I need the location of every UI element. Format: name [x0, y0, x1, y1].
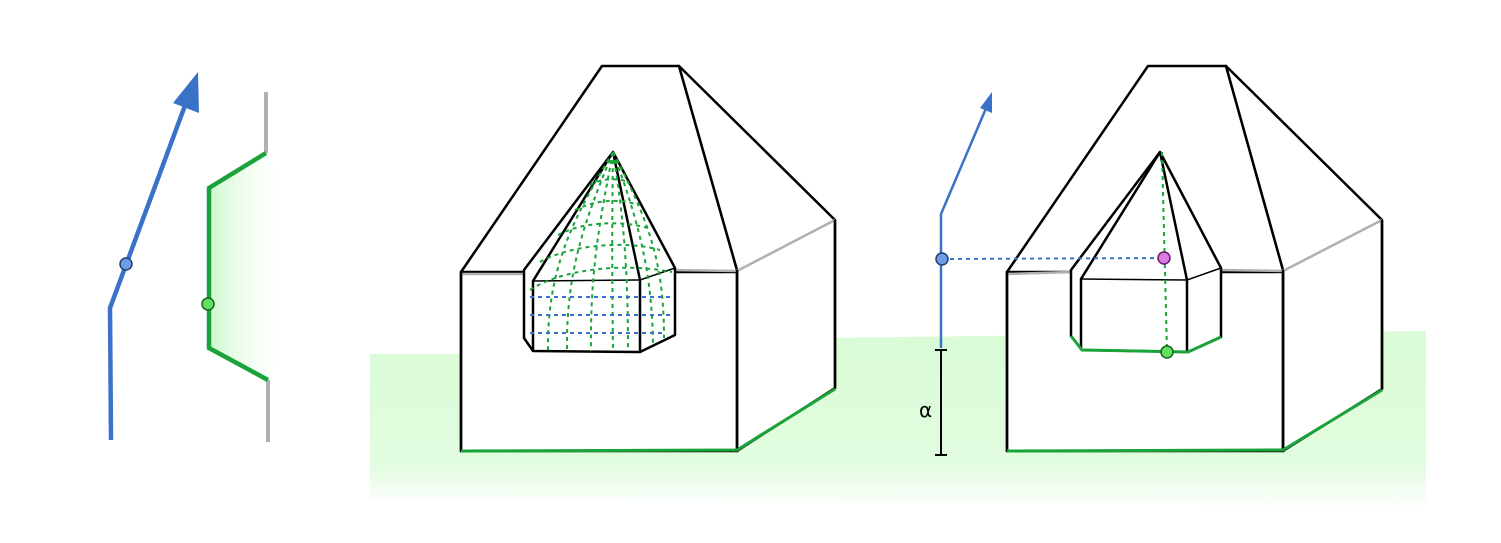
projection-vertical-dotted: [1161, 151, 1168, 353]
green-profile-curve: [206, 151, 270, 382]
gray-eave-middle: [671, 268, 738, 273]
house-grid-panel: [459, 64, 837, 453]
green-projection-point: [1160, 345, 1174, 359]
blue-profile-curve: [107, 91, 193, 441]
dotted-grid-blue: [530, 296, 672, 334]
profiles-panel: [107, 72, 292, 442]
spire-rim-2: [1080, 267, 1222, 281]
blue-arrowhead-icon-2: [980, 92, 992, 113]
blue-profile-curve-2: [939, 105, 989, 348]
blue-arrowhead-icon: [173, 72, 199, 113]
ground-contact-line: [460, 387, 836, 453]
magenta-projection-point: [1157, 251, 1171, 265]
spire-base-green: [1069, 335, 1222, 354]
projection-horizontal-dotted: [941, 257, 1165, 260]
green-profile-point: [201, 297, 215, 311]
spire-cutout: [522, 150, 677, 354]
alpha-label: α: [919, 398, 932, 422]
dotted-grid-green: [529, 151, 673, 352]
blue-projection-point: [935, 252, 949, 266]
gray-eave-middle-2: [1220, 268, 1284, 273]
blue-profile-point: [119, 257, 133, 271]
spire-rim: [532, 267, 676, 282]
gray-eave-side: [736, 218, 836, 273]
green-profile-glow: [209, 153, 292, 380]
gray-eave-front-2: [1006, 270, 1073, 276]
gray-eave-side-2: [1282, 218, 1383, 273]
house-projection-panel: α: [919, 64, 1384, 456]
ground-contact-line-2: [1006, 388, 1383, 453]
